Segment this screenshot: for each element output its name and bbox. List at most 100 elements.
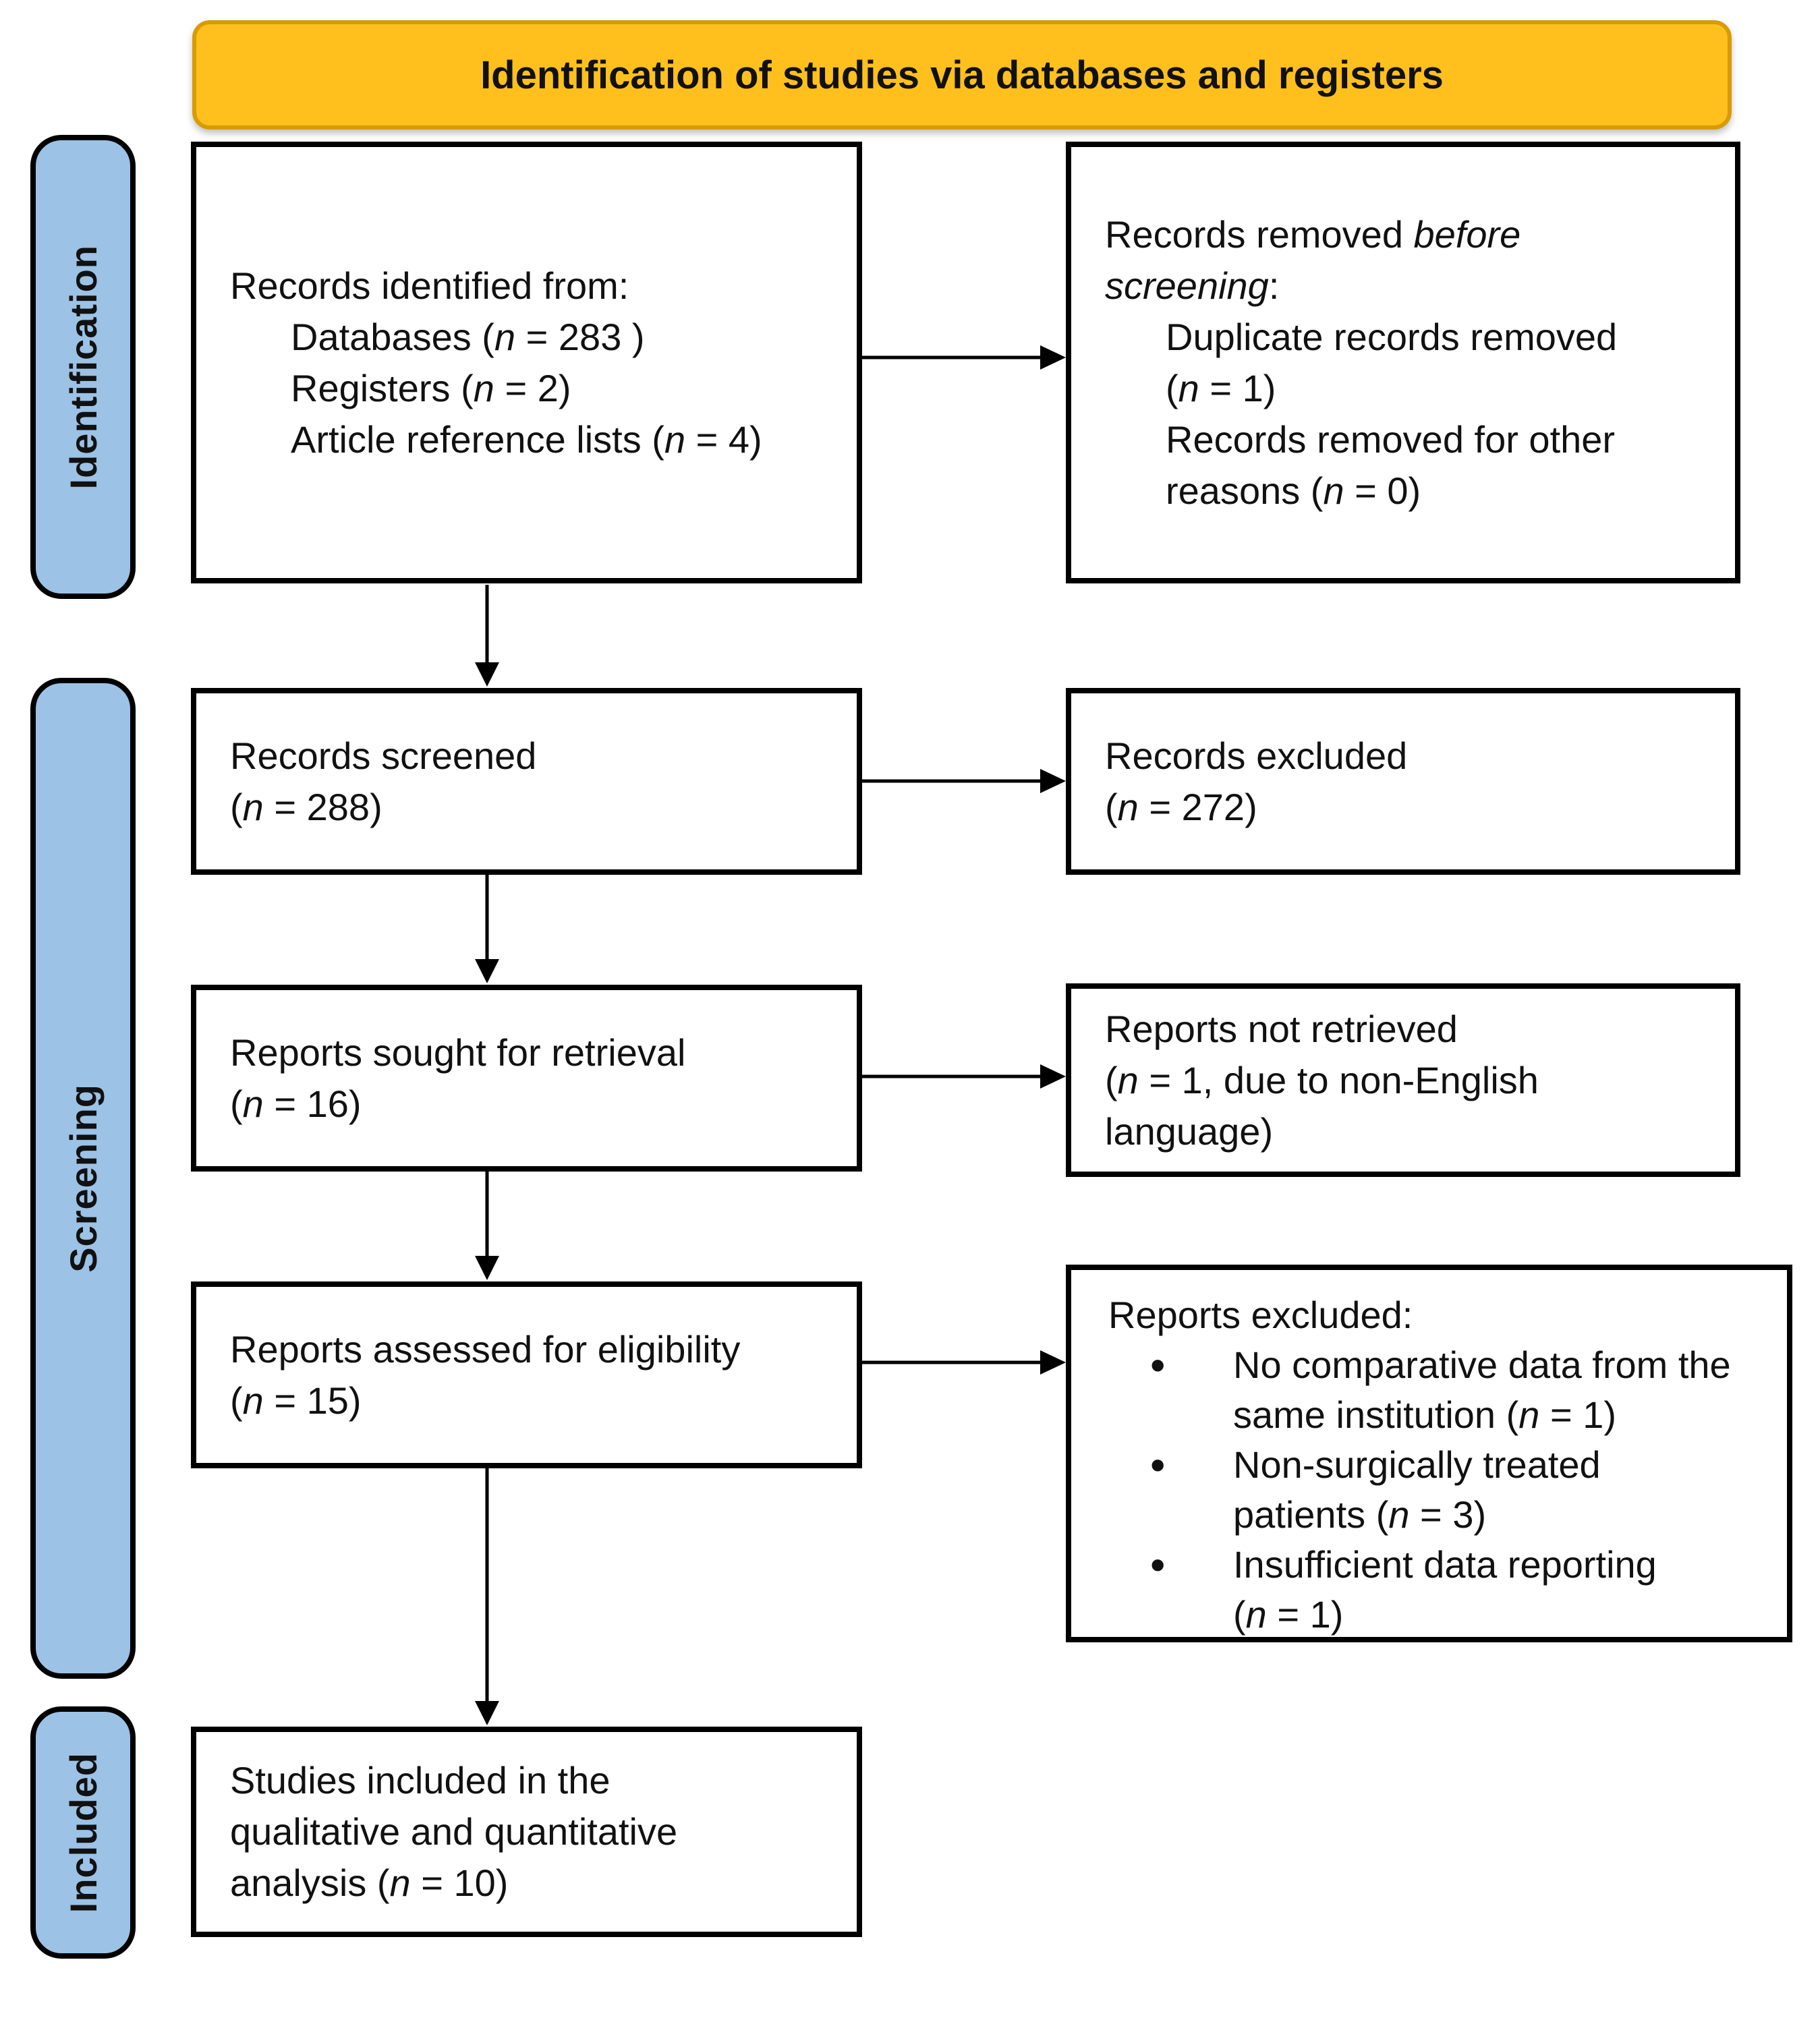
text-segment: Records screened <box>230 734 537 777</box>
text-line: Reports not retrieved <box>1105 1004 1715 1055</box>
text-segment: ( <box>230 1379 243 1422</box>
text-segment: : <box>1268 264 1280 307</box>
text-segment: Reports assessed for eligibility <box>230 1327 741 1371</box>
italic-segment: n <box>1518 1393 1540 1436</box>
text-segment: = 288) <box>263 785 382 828</box>
text-line: Records excluded <box>1105 730 1715 782</box>
text-segment: ( <box>1166 366 1178 409</box>
italic-segment: n <box>1117 1058 1139 1101</box>
italic-segment: n <box>389 1862 411 1904</box>
text-segment: = 1) <box>1199 366 1276 409</box>
page-title: Identification of studies via databases … <box>480 53 1444 97</box>
text-segment: language) <box>1105 1109 1274 1153</box>
italic-segment: n <box>1388 1493 1410 1536</box>
bullet-item: Insufficient data reporting (n = 1) <box>1108 1540 1767 1640</box>
reports-assessed-box: Reports assessed for eligibility (n = 15… <box>191 1281 862 1468</box>
text-segment: Registers ( <box>291 366 474 409</box>
text-line: Databases (n = 283 ) <box>230 312 836 363</box>
stage-label-included: Included <box>30 1706 136 1959</box>
text-segment: Reports sought for retrieval <box>230 1031 686 1074</box>
text-segment: Studies included in the <box>230 1759 610 1801</box>
text-segment: Databases ( <box>291 315 494 358</box>
text-segment: = 283 ) <box>515 315 645 358</box>
text-segment: Reports excluded: <box>1108 1294 1413 1336</box>
text-segment: patients ( <box>1233 1493 1389 1536</box>
text-segment: = 4) <box>685 417 762 461</box>
studies-included-box: Studies included in the qualitative and … <box>191 1727 862 1937</box>
reports-excluded-box: Reports excluded: No comparative data fr… <box>1066 1265 1792 1642</box>
text-line: Studies included in the <box>230 1755 836 1806</box>
italic-segment: n <box>1178 366 1199 409</box>
italic-segment: n <box>494 315 516 358</box>
title-banner: Identification of studies via databases … <box>192 20 1732 129</box>
text-line: Registers (n = 2) <box>230 363 836 414</box>
bullet-item: Non-surgically treated patients (n = 3) <box>1108 1440 1767 1540</box>
text-segment: ( <box>1105 785 1118 828</box>
italic-segment: n <box>242 785 264 828</box>
italic-segment: n <box>242 1379 264 1422</box>
stage-label-screening: Screening <box>30 678 136 1679</box>
text-segment: = 10) <box>410 1862 509 1904</box>
italic-segment: n <box>1117 785 1139 828</box>
text-line: Reports assessed for eligibility <box>230 1324 836 1375</box>
text-segment: = 1, due to non-English <box>1138 1058 1539 1101</box>
records-removed-box: Records removed before screening: Duplic… <box>1066 142 1740 583</box>
text-line: Insufficient data reporting <box>1233 1540 1767 1590</box>
text-segment: ( <box>230 785 243 828</box>
text-line: (n = 1, due to non-English <box>1105 1055 1715 1106</box>
stage-label-identification: Identification <box>30 135 136 599</box>
text-segment: qualitative and quantitative <box>230 1810 678 1853</box>
text-line: qualitative and quantitative <box>230 1806 836 1857</box>
reports-sought-box: Reports sought for retrieval (n = 16) <box>191 985 862 1172</box>
italic-segment: n <box>1323 469 1344 512</box>
text-line: Article reference lists (n = 4) <box>230 414 836 465</box>
italic-segment: n <box>242 1082 264 1125</box>
italic-segment: n <box>1245 1593 1267 1636</box>
text-segment: analysis ( <box>230 1862 390 1904</box>
text-line: Records removed before <box>1105 209 1674 260</box>
text-line: Duplicate records removed <box>1105 312 1674 363</box>
arrowhead-icon <box>1040 1064 1066 1089</box>
text-line: (n = 16) <box>230 1078 836 1130</box>
text-line: Reports excluded: <box>1108 1290 1767 1340</box>
text-line: No comparative data from the <box>1233 1340 1767 1390</box>
arrowhead-icon <box>1040 345 1066 370</box>
text-segment: same institution ( <box>1233 1393 1519 1436</box>
text-segment: = 272) <box>1138 785 1257 828</box>
text-line: Records identified from: <box>230 260 836 312</box>
text-line: language) <box>1105 1106 1715 1157</box>
records-identified-box: Records identified from: Databases (n = … <box>191 142 862 583</box>
records-screened-box: Records screened (n = 288) <box>191 688 862 875</box>
text-segment: ( <box>1233 1593 1246 1636</box>
text-segment: = 3) <box>1409 1493 1487 1536</box>
italic-segment: n <box>473 366 494 409</box>
arrowhead-icon <box>475 1256 499 1280</box>
arrowhead-icon <box>475 1701 499 1725</box>
italic-segment: screening <box>1105 264 1269 307</box>
arrowhead-icon <box>475 662 499 687</box>
text-segment: Insufficient data reporting <box>1233 1543 1657 1586</box>
text-segment: ( <box>1105 1058 1118 1101</box>
text-segment: = 0) <box>1344 469 1421 512</box>
text-line: screening: <box>1105 260 1674 312</box>
records-excluded-box: Records excluded (n = 272) <box>1066 688 1740 875</box>
text-segment: = 2) <box>494 366 571 409</box>
text-segment: Records identified from: <box>230 264 629 307</box>
reports-not-retrieved-box: Reports not retrieved (n = 1, due to non… <box>1066 983 1740 1177</box>
italic-segment: n <box>664 417 686 461</box>
text-line: (n = 288) <box>230 782 836 833</box>
text-line: (n = 1) <box>1233 1590 1767 1640</box>
text-segment: Article reference lists ( <box>291 417 664 461</box>
text-segment: reasons ( <box>1166 469 1324 512</box>
text-line: Records removed for other <box>1105 414 1674 465</box>
arrowhead-icon <box>1040 1350 1066 1375</box>
text-segment: = 1) <box>1266 1593 1344 1636</box>
text-line: (n = 272) <box>1105 782 1715 833</box>
text-segment: Non-surgically treated <box>1233 1443 1601 1486</box>
text-line: reasons (n = 0) <box>1105 465 1674 517</box>
text-line: Records screened <box>230 730 836 782</box>
text-segment: Records removed <box>1105 212 1414 256</box>
italic-segment: before <box>1413 212 1521 256</box>
